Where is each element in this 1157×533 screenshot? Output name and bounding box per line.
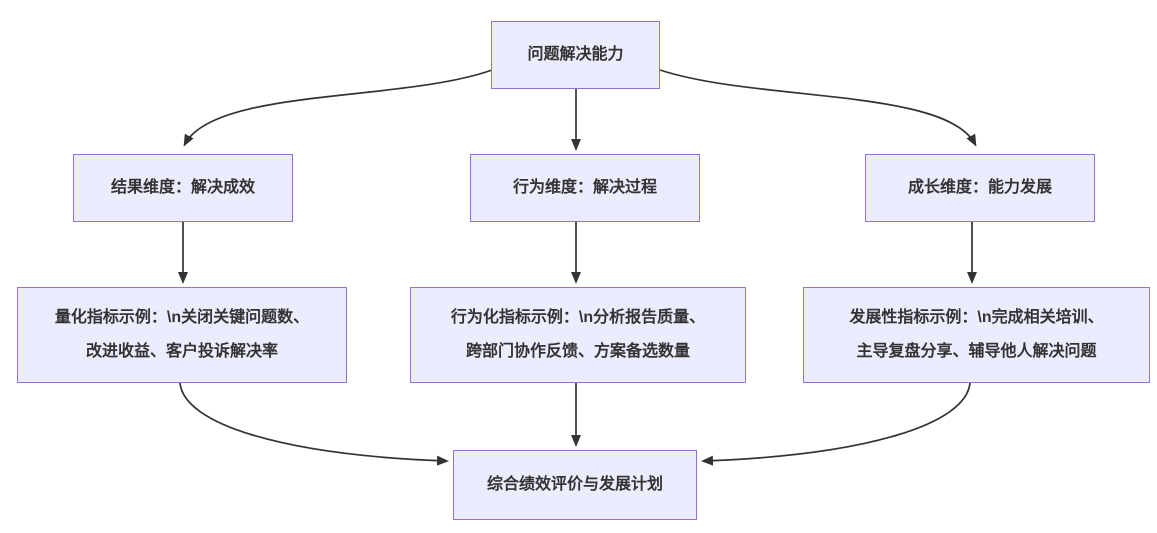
edge-quant-to-summary [179,382,449,466]
node-label-line: 量化指标示例：\n关闭关键问题数、 [54,309,310,326]
node-label-line: 发展性指标示例：\n完成相关培训、 [849,309,1104,326]
node-quantitative-indicators: 量化指标示例：\n关闭关键问题数、 改进收益、客户投诉解决率 [17,287,347,383]
node-behavioral-indicators: 行为化指标示例：\n分析报告质量、 跨部门协作反馈、方案备选数量 [410,287,746,383]
node-behavior-dimension: 行为维度：解决过程 [470,154,700,222]
node-comprehensive-evaluation: 综合绩效评价与发展计划 [453,450,697,520]
node-problem-solving-ability: 问题解决能力 [491,21,660,89]
node-label: 成长维度：能力发展 [907,178,1052,196]
edge-root-to-result [183,69,493,147]
node-label: 行为维度：解决过程 [512,178,657,196]
node-label: 结果维度：解决成效 [110,178,255,196]
node-label: 综合绩效评价与发展计划 [486,475,663,493]
node-label: 问题解决能力 [527,45,624,63]
edge-development-to-summary [701,382,971,466]
node-label-line: 主导复盘分享、辅导他人解决问题 [856,343,1097,360]
edge-root-to-growth [659,69,977,147]
node-growth-dimension: 成长维度：能力发展 [865,154,1095,222]
node-result-dimension: 结果维度：解决成效 [73,154,293,222]
node-label-line: 行为化指标示例：\n分析报告质量、 [450,309,706,326]
node-label-line: 改进收益、客户投诉解决率 [85,343,278,360]
node-development-indicators: 发展性指标示例：\n完成相关培训、 主导复盘分享、辅导他人解决问题 [803,287,1150,383]
node-label-line: 跨部门协作反馈、方案备选数量 [465,343,690,360]
